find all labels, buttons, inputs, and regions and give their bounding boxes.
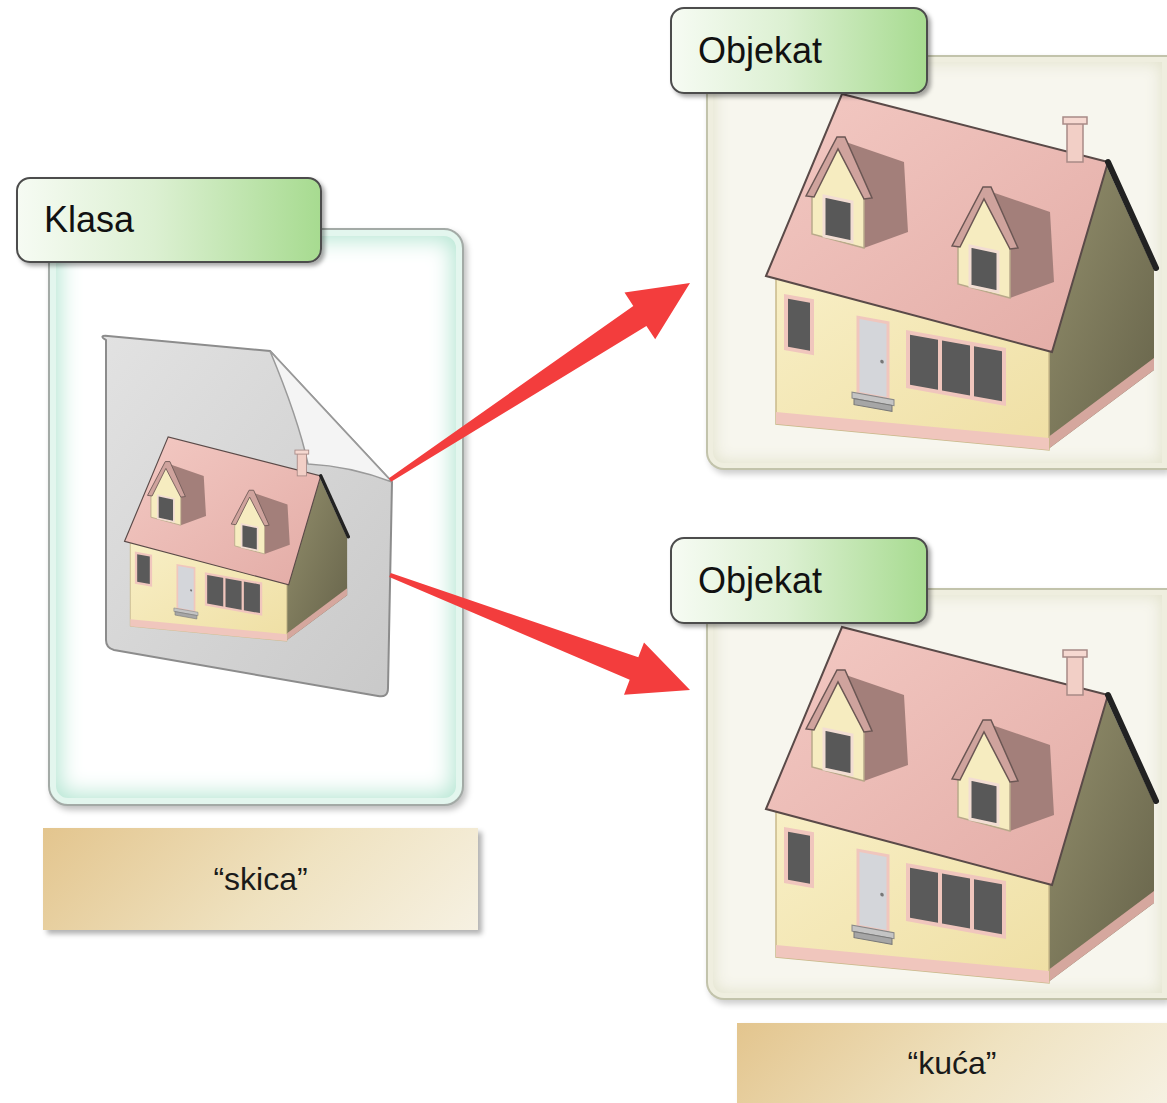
- blueprint-illustration: [50, 230, 466, 808]
- object-panel: Objekat: [706, 588, 1167, 1000]
- object-panel: Objekat: [706, 55, 1167, 470]
- title-tab: Klasa: [16, 177, 322, 263]
- caption-text: “kuća”: [908, 1045, 997, 1082]
- panel-title: Objekat: [698, 30, 822, 72]
- panel-title: Objekat: [698, 560, 822, 602]
- caption-box: “kuća”: [737, 1023, 1167, 1103]
- house-illustration: [708, 590, 1167, 1002]
- caption-text: “skica”: [213, 861, 307, 898]
- title-tab: Objekat: [670, 7, 928, 94]
- panel-title: Klasa: [44, 199, 134, 241]
- caption-box: “skica”: [43, 828, 478, 930]
- house-illustration: [708, 57, 1167, 472]
- class-panel: Klasa: [48, 228, 464, 806]
- instantiation-arrow: [389, 573, 690, 695]
- instantiation-arrow: [389, 283, 690, 482]
- title-tab: Objekat: [670, 537, 928, 624]
